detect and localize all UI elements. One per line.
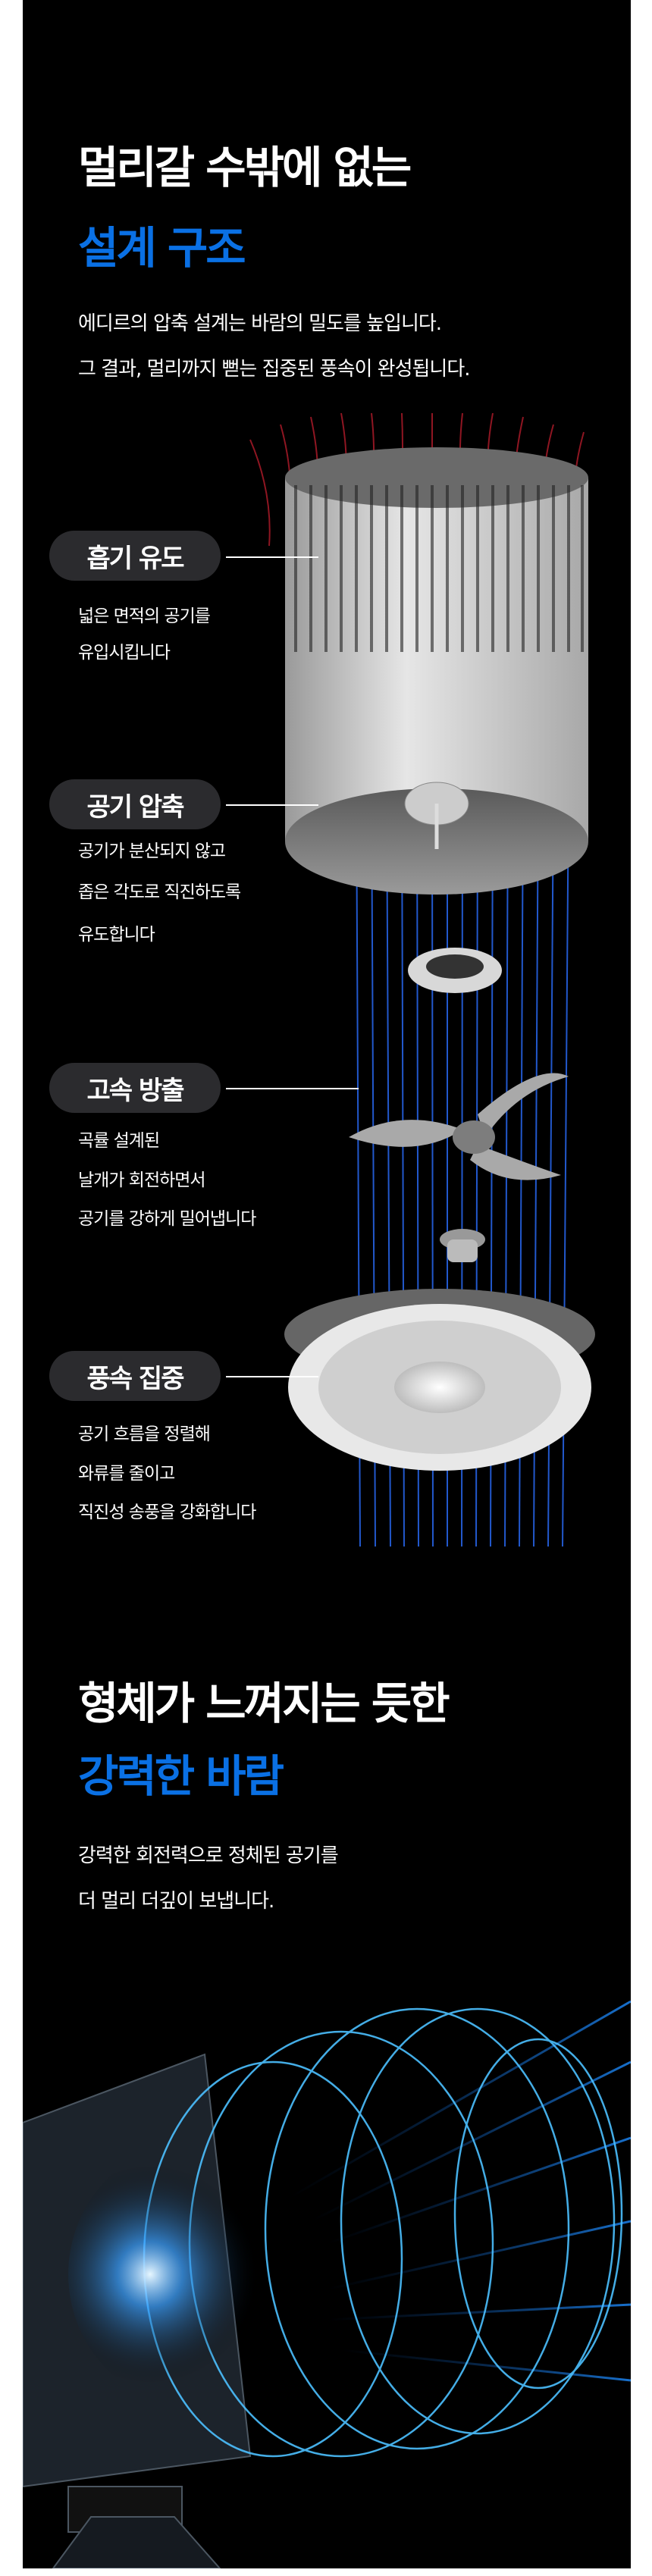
section1-paragraph-line: 그 결과, 멀리까지 뻗는 집중된 풍속이 완성됩니다. [78,358,471,381]
step-desc: 날개가 회전하면서 [78,1170,206,1190]
fan-housing [285,447,588,895]
section1-title-accent: 설계 구조 [78,222,246,274]
step-desc: 유입시킵니다 [78,643,171,663]
step-pill-intake: 흡기 유도 [49,531,221,581]
step-desc: 넓은 면적의 공기를 [78,606,211,626]
step-desc: 와류를 줄이고 [78,1464,175,1484]
step-desc: 좁은 각도로 직진하도록 [78,882,241,902]
leader-line [226,556,318,558]
front-grille [284,1289,595,1471]
propeller [349,1073,569,1180]
product-detail-page: 멀리갈 수밖에 없는 설계 구조 에디르의 압축 설계는 바람의 밀도를 높입니… [23,0,631,2568]
step-pill-concentration: 풍속 집중 [49,1351,221,1401]
exploded-fan-diagram [249,412,595,1547]
step-desc: 공기를 강하게 밀어냅니다 [78,1209,256,1229]
leader-line [226,1088,359,1089]
section2-title: 형체가 느껴지는 듯한 [78,1678,450,1729]
section2-paragraph-line: 더 멀리 더깊이 보냅니다. [78,1890,274,1913]
section2-paragraph-line: 강력한 회전력으로 정체된 공기를 [78,1844,339,1867]
motor-glow [68,2138,341,2411]
step-desc: 유도합니다 [78,925,155,945]
step-pill-compression: 공기 압축 [49,779,221,829]
airflow-hero-image [23,1971,631,2568]
step-pill-discharge: 고속 방출 [49,1063,221,1113]
step-desc: 곡률 설계된 [78,1131,160,1151]
step-desc: 직진성 송풍을 강화합니다 [78,1503,256,1522]
leader-line [226,804,318,806]
section2-title-accent: 강력한 바람 [78,1750,284,1802]
leader-line [226,1376,318,1377]
compression-ring [408,948,502,993]
section1-paragraph-line: 에디르의 압축 설계는 바람의 밀도를 높입니다. [78,312,442,335]
step-desc: 공기가 분산되지 않고 [78,841,226,861]
section1-title: 멀리갈 수밖에 없는 [78,142,412,193]
step-desc: 공기 흐름을 정렬해 [78,1424,211,1444]
nozzle-cup [440,1229,485,1262]
